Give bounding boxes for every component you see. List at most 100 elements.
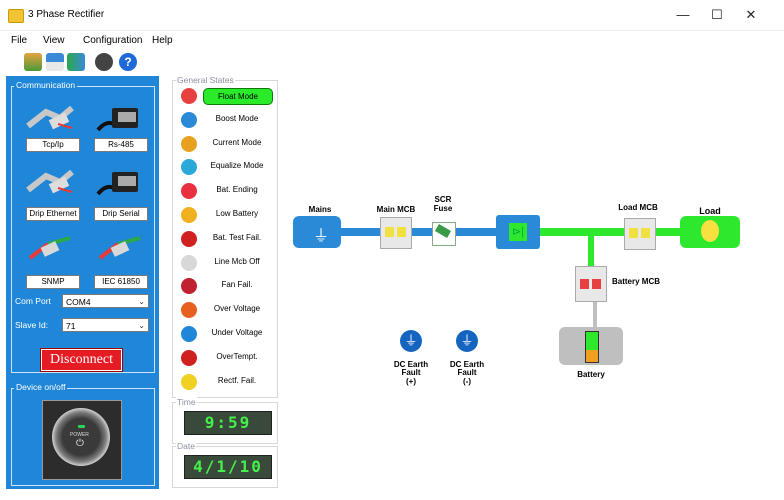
com-port-select[interactable]: COM4 ⌄ <box>62 294 149 308</box>
menu-configuration[interactable]: Configuration <box>83 35 143 46</box>
power-icon: ⏻ <box>76 438 84 449</box>
dc-earth-pos-2: Fault <box>401 368 421 377</box>
chevron-down-icon: ⌄ <box>138 321 145 330</box>
state-label: Boost Mode <box>215 113 259 123</box>
battery-label: Battery <box>577 370 605 379</box>
state-label: Bat. Ending <box>216 185 258 195</box>
fan-icon <box>181 278 197 295</box>
mains-label: Mains <box>308 205 332 214</box>
dc-earth-pos-3: (+) <box>406 377 416 386</box>
help-icon[interactable]: ? <box>119 53 137 71</box>
rs485-button[interactable]: Rs-485 <box>94 138 148 152</box>
load-label: Load <box>699 206 721 216</box>
battery-line <box>588 236 594 266</box>
state-label: Over Voltage <box>213 304 261 314</box>
chevron-down-icon: ⌄ <box>138 297 145 306</box>
device-onoff-group <box>11 388 155 486</box>
drip-ethernet-icon[interactable] <box>26 166 74 196</box>
state-label: Line Mcb Off <box>214 256 260 266</box>
state-label: Rectf. Fail. <box>217 375 257 385</box>
close-button[interactable]: ✕ <box>745 7 757 22</box>
title-bar <box>0 0 784 31</box>
snmp-button[interactable]: SNMP <box>26 275 80 289</box>
ethernet-icon[interactable] <box>26 102 74 132</box>
state-label: Equalize Mode <box>210 161 264 171</box>
window-title: 3 Phase Rectifier <box>28 9 105 20</box>
table-icon[interactable] <box>46 53 64 71</box>
ac-line <box>340 228 500 236</box>
power-button[interactable] <box>52 408 110 466</box>
state-label: Float Mode <box>203 88 273 105</box>
time-display: 9:59 <box>184 411 272 435</box>
menu-file[interactable]: File <box>11 35 28 46</box>
battery-mcb[interactable] <box>575 266 607 302</box>
date-display: 4/1/10 <box>184 455 272 479</box>
maximize-button[interactable]: ☐ <box>711 7 723 22</box>
battery-mcb-label: Battery MCB <box>611 277 660 286</box>
communication-group <box>11 86 155 373</box>
low-battery-icon <box>181 207 197 223</box>
lock-icon <box>181 135 197 152</box>
slave-id-select[interactable]: 71 ⌄ <box>62 318 149 332</box>
load-mcb[interactable] <box>624 218 656 250</box>
earth-icon-positive: ⏚ <box>400 330 422 352</box>
equalizer-icon <box>181 159 197 176</box>
serial-port-icon[interactable] <box>96 100 144 132</box>
fuse-label: Fuse <box>433 204 453 213</box>
rectifier-icon: ⊳| <box>509 223 527 241</box>
thermometer-icon <box>181 349 197 366</box>
state-label: OverTempt. <box>216 351 258 361</box>
drip-ethernet-button[interactable]: Drip Ethernet <box>26 207 80 221</box>
dc-earth-neg-3: (-) <box>463 377 471 386</box>
iec61850-cable-icon[interactable] <box>96 234 144 264</box>
slave-id-label: Slave Id: <box>15 320 49 330</box>
dc-earth-neg-1: DC Earth <box>449 360 485 369</box>
plug-icon: ⏚ <box>313 228 330 245</box>
menu-help[interactable]: Help <box>152 35 173 46</box>
scr-label: SCR <box>434 195 452 204</box>
time-group <box>172 402 278 444</box>
book-icon[interactable] <box>24 53 42 71</box>
snmp-cable-icon[interactable] <box>26 234 74 264</box>
main-mcb[interactable] <box>380 217 412 249</box>
rocket-icon <box>181 111 197 128</box>
time-label: Time <box>176 397 197 407</box>
app-icon <box>8 9 24 23</box>
globe-icon <box>181 326 197 342</box>
test-fail-icon <box>181 230 197 247</box>
drip-serial-button[interactable]: Drip Serial <box>94 207 148 221</box>
power-text: POWER <box>70 432 89 438</box>
state-label: Bat. Test Fail. <box>212 232 262 242</box>
network-icon[interactable] <box>67 53 85 71</box>
dc-earth-neg-2: Fault <box>457 368 477 377</box>
warning-icon <box>181 373 197 390</box>
main-mcb-label: Main MCB <box>376 205 416 214</box>
date-label: Date <box>176 441 196 451</box>
gauge-icon <box>181 302 197 319</box>
device-onoff-label: Device on/off <box>14 382 68 392</box>
minimize-button[interactable]: — <box>676 7 690 22</box>
lifebuoy-icon <box>181 88 197 104</box>
power-led <box>78 425 85 428</box>
menu-view[interactable]: View <box>43 35 65 46</box>
com-port-value: COM4 <box>66 297 91 307</box>
battery-icon <box>585 331 599 363</box>
date-group <box>172 446 278 488</box>
com-port-label: Com Port <box>15 296 51 306</box>
slave-id-value: 71 <box>66 321 76 331</box>
mains-box <box>293 216 341 248</box>
iec61850-button[interactable]: IEC 61850 <box>94 275 148 289</box>
state-label: Fan Fail. <box>221 280 253 290</box>
disconnect-button[interactable]: Disconnect <box>40 348 123 372</box>
dc-earth-pos-1: DC Earth <box>393 360 429 369</box>
dc-line <box>540 228 680 236</box>
drip-serial-icon[interactable] <box>96 164 144 196</box>
bulb-icon <box>701 220 719 242</box>
state-label: Current Mode <box>212 137 262 147</box>
tcp-ip-button[interactable]: Tcp/Ip <box>26 138 80 152</box>
left-panel: Communication Tcp/Ip Rs-485 Drip Etherne… <box>6 76 159 489</box>
gear-icon[interactable] <box>95 53 113 71</box>
communication-label: Communication <box>14 80 78 90</box>
state-label: Under Voltage <box>211 328 263 337</box>
battery-line-lower <box>593 300 597 328</box>
